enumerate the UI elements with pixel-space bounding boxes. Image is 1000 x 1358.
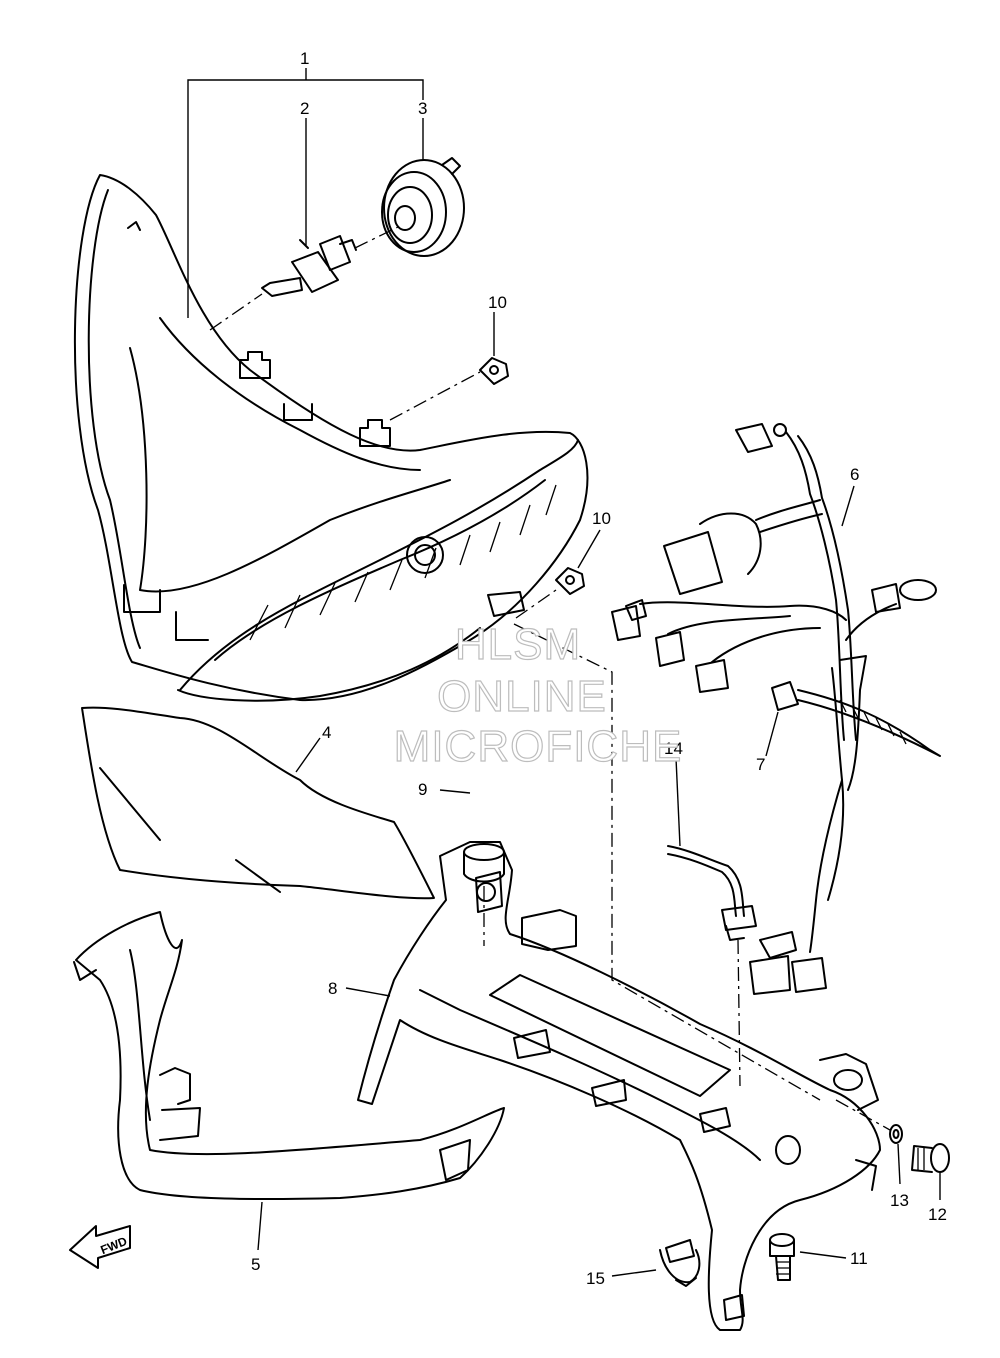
- fwd-arrow-icon: FWD: [69, 1225, 131, 1269]
- part-bolt-12[interactable]: [911, 1143, 950, 1173]
- callout-7: 7: [756, 755, 765, 774]
- callout-13: 13: [890, 1191, 909, 1210]
- callout-14: 14: [664, 739, 683, 758]
- part-wire-band[interactable]: [771, 681, 941, 757]
- part-inner-panel[interactable]: [81, 706, 435, 900]
- callout-5: 5: [251, 1255, 260, 1274]
- callout-15: 15: [586, 1269, 605, 1288]
- callout-1: 1: [300, 49, 309, 68]
- callout-4: 4: [322, 723, 331, 742]
- callout-9: 9: [418, 780, 427, 799]
- watermark-line-2: ONLINE: [436, 671, 607, 721]
- part-headlight-assembly[interactable]: [73, 174, 589, 702]
- part-clip[interactable]: [659, 1239, 701, 1287]
- part-headlight-bulb[interactable]: [261, 235, 357, 297]
- callout-3: 3: [418, 99, 427, 118]
- part-cable-tie[interactable]: [667, 845, 757, 941]
- part-headlight-stay[interactable]: [357, 841, 881, 1331]
- part-nut-upper[interactable]: [479, 357, 509, 385]
- watermark-line-3: MICROFICHE: [393, 721, 683, 771]
- part-wire-harness[interactable]: [611, 423, 937, 995]
- callout-10-upper: 10: [488, 293, 507, 312]
- watermark-line-1: HLSM: [454, 619, 582, 669]
- callout-2: 2: [300, 99, 309, 118]
- callout-11: 11: [850, 1249, 868, 1268]
- callout-12: 12: [928, 1205, 947, 1224]
- part-headlight-bracket[interactable]: [73, 911, 505, 1201]
- callout-10-lower: 10: [592, 509, 611, 528]
- callout-bracket-1: [187, 68, 424, 318]
- callout-6: 6: [850, 465, 859, 484]
- part-nut-lower[interactable]: [555, 567, 585, 595]
- part-bolt-11[interactable]: [769, 1233, 795, 1281]
- part-washer[interactable]: [889, 1124, 903, 1144]
- callout-8: 8: [328, 979, 337, 998]
- part-bulb-cover[interactable]: [381, 157, 465, 257]
